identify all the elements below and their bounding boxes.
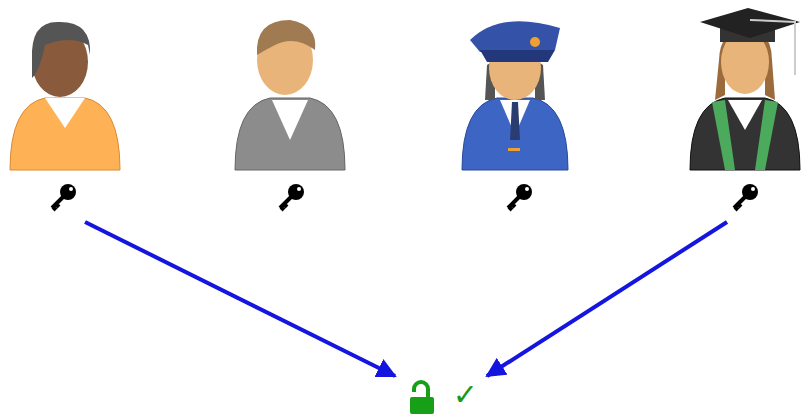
key-symbol	[52, 184, 76, 210]
key-symbol	[280, 184, 304, 210]
person-node	[455, 5, 575, 222]
person-node	[230, 5, 350, 222]
arrow-connector	[85, 222, 395, 376]
lock-node: ✓	[388, 376, 488, 414]
key-symbol	[508, 184, 532, 210]
person-icon	[235, 20, 345, 170]
lock-symbol	[410, 382, 434, 414]
person-icon	[10, 22, 120, 170]
arrow-connector	[487, 222, 727, 376]
key-symbol	[734, 184, 758, 210]
check-mark: ✓	[453, 376, 488, 414]
person-icon	[690, 8, 800, 170]
person-node	[685, 5, 805, 222]
person-node	[5, 5, 125, 222]
person-icon	[462, 21, 568, 170]
